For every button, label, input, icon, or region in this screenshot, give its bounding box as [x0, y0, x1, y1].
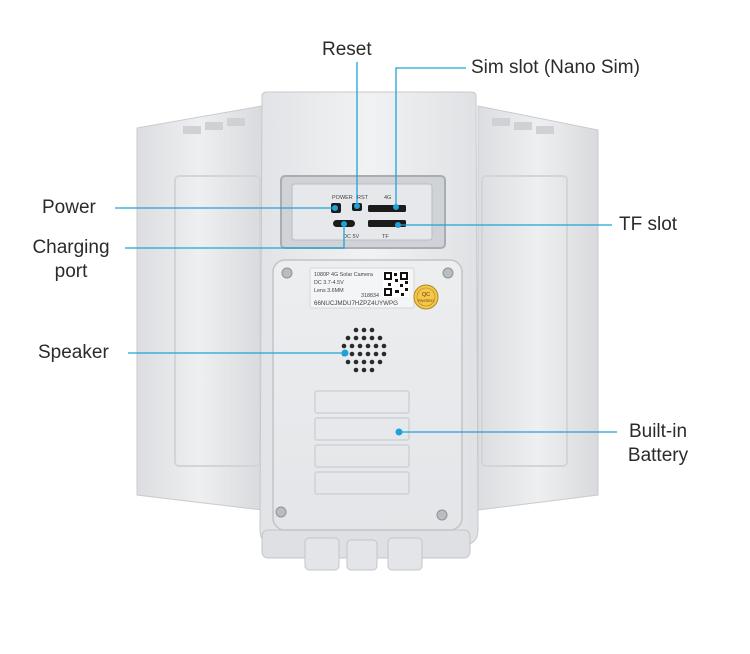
speaker-hole [369, 359, 375, 365]
speaker-hole [353, 359, 359, 365]
speaker-hole [357, 351, 363, 357]
leader-dots [332, 203, 403, 436]
left-solar-wing [136, 105, 263, 511]
speaker-hole [365, 351, 371, 357]
speaker-hole [381, 343, 387, 349]
speaker-hole [341, 343, 347, 349]
cover-screw [275, 267, 454, 521]
speaker-hole [369, 335, 375, 341]
speaker-hole [357, 343, 363, 349]
label-power: Power [42, 197, 96, 218]
qc-stamp-top: QC [422, 292, 430, 298]
dot-tf [395, 222, 401, 228]
speaker-hole [381, 351, 387, 357]
panel-mark-rst: RST [357, 195, 369, 201]
panel-mark-dc: DC 5V [343, 234, 360, 240]
rear-cover: 1080P 4G Solar Camera DC 3.7-4.5V Lens 3… [272, 259, 463, 531]
panel-mark-4g: 4G [384, 195, 391, 201]
battery-ribs [314, 390, 410, 495]
speaker-hole [361, 367, 367, 373]
speaker-hole [353, 367, 359, 373]
dot-sim [393, 204, 399, 210]
dot-power [332, 205, 338, 211]
speaker-grille [341, 327, 387, 373]
cable-glands [261, 529, 471, 571]
dot-reset [354, 203, 360, 209]
label-battery-line1: Built-in [628, 421, 688, 442]
qr-code [383, 271, 409, 297]
sticker-uid: 66NUCJMDU7HZPZ4UYWPG [314, 300, 398, 307]
speaker-hole [353, 335, 359, 341]
label-tf-slot: TF slot [619, 214, 678, 235]
dot-speaker [341, 349, 349, 357]
panel-mark-tf: TF [382, 234, 389, 240]
right-solar-wing [477, 105, 599, 511]
port-recess: POWER RST 4G DC 5V TF [280, 175, 446, 249]
speaker-hole [361, 359, 367, 365]
label-charging-line1: Charging [32, 237, 110, 258]
label-reset: Reset [322, 39, 372, 60]
label-sim-slot: Sim slot (Nano Sim) [471, 57, 640, 78]
speaker-hole [361, 335, 367, 341]
label-battery-line2: Battery [627, 445, 689, 466]
speaker-hole [345, 359, 351, 365]
speaker-hole [377, 359, 383, 365]
speaker-hole [373, 351, 379, 357]
speaker-hole [349, 343, 355, 349]
sticker-line3: Lens 3.6MM [314, 288, 344, 294]
dot-battery [395, 428, 403, 436]
product-sticker: 1080P 4G Solar Camera DC 3.7-4.5V Lens 3… [309, 267, 415, 309]
leader-line-sim [395, 67, 466, 206]
sticker-serial: 318834 [361, 293, 379, 299]
speaker-hole [349, 351, 355, 357]
speaker-hole [345, 335, 351, 341]
label-built-in-battery: Built-in Battery [622, 420, 694, 468]
qc-passed-stamp: QC PASSED [413, 284, 439, 310]
panel-mark-power: POWER [332, 195, 353, 201]
sticker-line2: DC 3.7-4.5V [314, 280, 344, 286]
speaker-hole [369, 367, 375, 373]
leader-lines [115, 62, 617, 433]
speaker-hole [369, 327, 375, 333]
sim-slot[interactable] [368, 205, 406, 212]
speaker-hole [353, 327, 359, 333]
speaker-hole [361, 327, 367, 333]
speaker-hole [373, 343, 379, 349]
label-charging-line2: port [54, 261, 88, 282]
qc-stamp-bottom: PASSED [418, 298, 434, 303]
label-speaker: Speaker [38, 342, 109, 363]
speaker-hole [377, 335, 383, 341]
sticker-line1: 1080P 4G Solar Camera [314, 272, 373, 278]
speaker-hole [365, 343, 371, 349]
label-charging-port: Charging port [24, 236, 118, 284]
dot-charging [341, 221, 347, 227]
leader-line-charging [125, 225, 345, 249]
